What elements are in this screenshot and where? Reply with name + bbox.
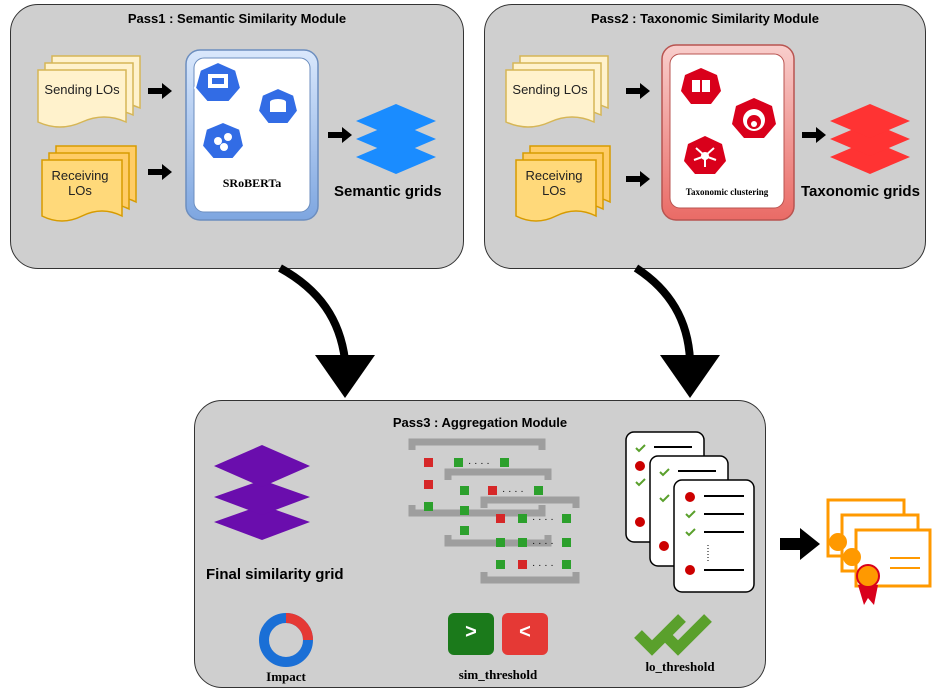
pass2-arrow-output [802, 127, 826, 143]
sim-threshold-label: sim_threshold [458, 667, 538, 682]
final-grid-stack [214, 445, 310, 540]
final-grid-label: Final similarity grid [206, 566, 344, 583]
sroberta-label: SRoBERTa [222, 176, 282, 190]
database-icon [256, 86, 300, 125]
pass2-receiving-docs [515, 145, 611, 222]
svg-text:· · · ·: · · · · [502, 486, 524, 497]
less-than-icon [502, 613, 548, 655]
pass1-sending-docs [37, 55, 141, 128]
pass2-sending-label: Sending LOs [512, 82, 588, 97]
pass1-receiving-docs [41, 145, 137, 222]
lt-symbol: < [519, 621, 531, 643]
kubernetes-icon-a [193, 60, 243, 103]
arrow-to-certificates [780, 528, 820, 560]
taxonomic-grids-label: Taxonomic grids [801, 183, 920, 200]
certificate-stack [826, 498, 932, 605]
taxonomic-clustering-label: Taxonomic clustering [685, 187, 769, 197]
pass1-arrow-output [328, 127, 352, 143]
red-target-icon [732, 98, 776, 138]
pass2-receiving-label: Receiving LOs [525, 168, 583, 198]
pass1-receiving-label: Receiving LOs [51, 168, 109, 198]
taxonomic-grid-stack [830, 104, 910, 174]
gear-cluster-icon [200, 120, 246, 160]
red-document-icon [681, 68, 721, 104]
semantic-grid-stack [356, 104, 436, 174]
semantic-grids-label: Semantic grids [334, 183, 442, 200]
matrix-1: · · · · [408, 438, 546, 517]
red-network-icon [684, 136, 726, 174]
pass1-title: Pass1 : Semantic Similarity Module [127, 11, 347, 26]
pass2-arrow-sending [626, 83, 650, 99]
pass2-sending-docs [505, 55, 609, 128]
gt-symbol: > [465, 621, 477, 643]
curved-arrow-pass2 [633, 264, 720, 398]
svg-text:· · · ·: · · · · [532, 514, 554, 525]
svg-text:· · · ·: · · · · [468, 458, 490, 469]
pass3-title: Pass3 : Aggregation Module [392, 415, 568, 430]
greater-than-icon [448, 613, 494, 655]
svg-text:· · · ·: · · · · [532, 560, 554, 571]
pass2-arrow-receiving [626, 171, 650, 187]
double-check-icon [634, 614, 712, 656]
impact-label: Impact [266, 669, 306, 684]
pass1-arrow-sending [148, 83, 172, 99]
pass2-title: Pass2 : Taxonomic Similarity Module [590, 11, 820, 26]
lo-threshold-label: lo_threshold [645, 659, 715, 674]
svg-text:· · · ·: · · · · [532, 538, 554, 549]
matrix-2: · · · · [444, 468, 552, 547]
pass1-arrow-receiving [148, 164, 172, 180]
checklist-stack [625, 431, 755, 593]
matrix-3: · · · · · · · · · · · · [480, 496, 580, 584]
curved-arrow-pass1 [278, 264, 375, 398]
impact-donut-icon [259, 613, 313, 667]
pass1-sending-label: Sending LOs [44, 82, 120, 97]
